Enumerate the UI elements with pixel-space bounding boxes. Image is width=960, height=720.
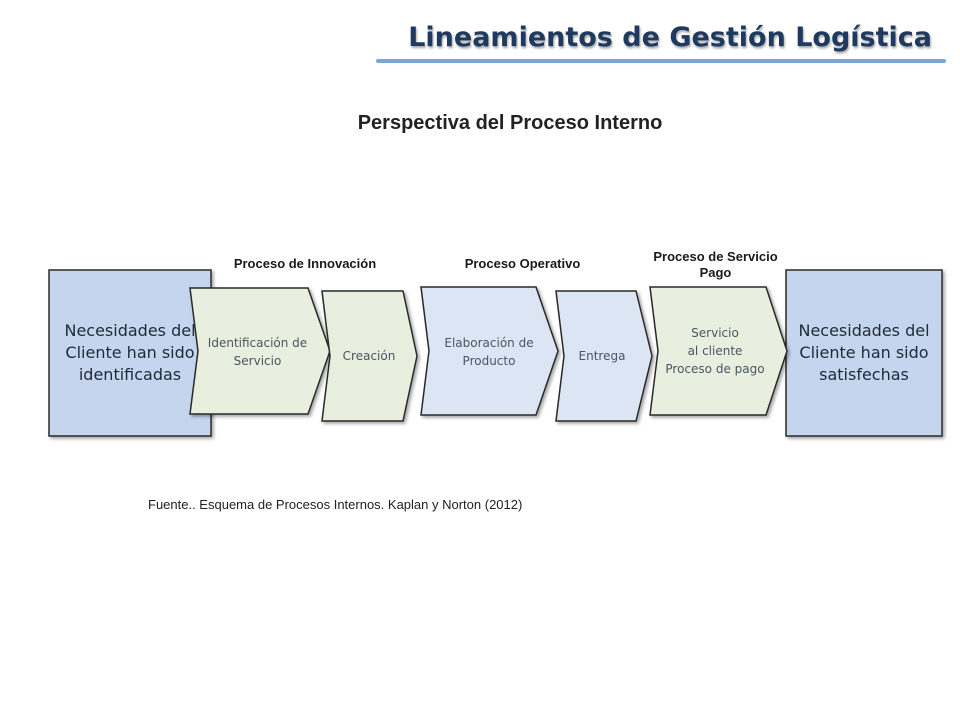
elaboracion-label: Elaboración de Producto (444, 336, 534, 368)
start-box-label: Necesidades del Cliente han sido identif… (64, 321, 196, 384)
chevron-elaboracion (420, 286, 559, 416)
group-label-servicio: Proceso de Servicio Pago (628, 249, 803, 281)
group-label-servicio-line1: Proceso de Servicio (653, 249, 778, 264)
servicio-label-line1: Servicio (691, 326, 739, 340)
servicio-label-line3: Proceso de pago (665, 362, 765, 376)
start-box (48, 269, 212, 437)
chevron-creacion (321, 290, 418, 422)
identificacion-label: Identificación de Servicio (207, 336, 308, 368)
end-box (785, 269, 943, 437)
chevron-servicio (649, 286, 788, 416)
diagram-subtitle: Perspectiva del Proceso Interno (357, 112, 663, 134)
end-box-label: Necesidades del Cliente han sido satisfe… (798, 321, 930, 384)
entrega-label: Entrega (578, 349, 626, 363)
creacion-label: Creación (342, 349, 396, 363)
chevron-entrega (555, 290, 653, 422)
servicio-label: Servicio al cliente Proceso de pago (660, 318, 770, 384)
slide-title: Lineamientos de Gestión Logística (408, 22, 932, 53)
source-caption: Fuente.. Esquema de Procesos Internos. K… (148, 497, 523, 512)
group-label-servicio-line2: Pago (699, 265, 732, 280)
group-label-innovacion: Proceso de Innovación (233, 256, 377, 271)
group-label-operativo: Proceso Operativo (464, 256, 581, 271)
servicio-label-line2: al cliente (687, 344, 743, 358)
chevron-identificacion (189, 287, 331, 415)
title-underline (376, 59, 946, 63)
